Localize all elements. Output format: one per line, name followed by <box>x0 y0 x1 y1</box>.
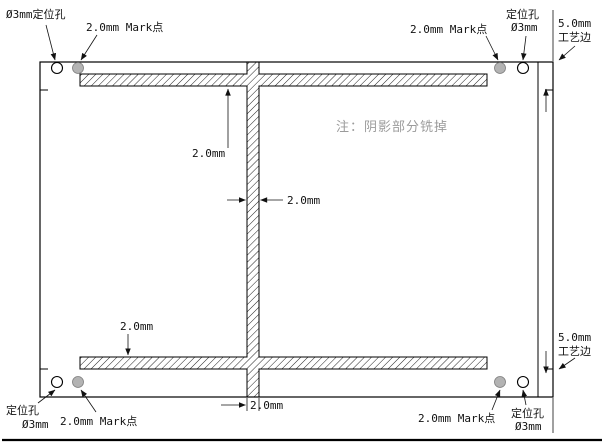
positioning-hole-top-left <box>50 61 64 75</box>
leader-bottom-right-hole <box>521 389 528 406</box>
label-top-left-hole: Ø3mm定位孔 <box>6 7 66 21</box>
dim-top-slot: 2.0mm <box>192 147 225 160</box>
leaders-and-dimensions <box>37 10 576 433</box>
label-top-right-hole-line1: 定位孔 <box>506 7 539 21</box>
label-bottom-right-edge-line1: 5.0mm <box>558 331 591 344</box>
label-top-left-mark: 2.0mm Mark点 <box>86 21 163 34</box>
milled-note: 注：阴影部分铣掉 <box>336 120 448 135</box>
leader-top-right-mark <box>485 35 499 61</box>
mark-points <box>72 62 506 388</box>
label-bottom-right-edge-line2: 工艺边 <box>558 345 591 358</box>
leader-bottom-right-process-edge <box>558 357 576 370</box>
leader-bottom-right-mark <box>491 389 501 411</box>
leader-bottom-left-hole <box>37 389 56 404</box>
leader-bottom-left-mark <box>80 389 97 413</box>
leader-top-left-mark <box>80 34 98 61</box>
milled-slots-hatch-region <box>79 61 488 398</box>
label-top-right-edge-line2: 工艺边 <box>558 31 591 44</box>
dim-bottom-slot: 2.0mm <box>120 320 153 333</box>
panel-outline <box>39 61 554 398</box>
mark-point-bottom-right <box>494 376 506 388</box>
dim-center-slot: 2.0mm <box>287 194 320 207</box>
leader-top-right-hole <box>521 35 527 61</box>
label-bottom-right-hole-line1: 定位孔 <box>511 406 544 420</box>
mark-point-top-left <box>72 62 84 74</box>
label-bottom-left-hole-line1: 定位孔 <box>6 403 39 417</box>
label-top-right-edge-line1: 5.0mm <box>558 17 591 30</box>
positioning-hole-bottom-left <box>50 375 64 389</box>
label-bottom-left-mark: 2.0mm Mark点 <box>60 415 137 428</box>
dim-bottom-stub: 2.0mm <box>250 399 283 412</box>
mark-point-top-right <box>494 62 506 74</box>
positioning-holes <box>50 61 530 389</box>
leader-top-left-hole <box>45 24 57 61</box>
positioning-hole-top-right <box>516 61 530 75</box>
mark-point-bottom-left <box>72 376 84 388</box>
label-top-right-hole-line2: Ø3mm <box>511 21 538 34</box>
label-top-right-mark: 2.0mm Mark点 <box>410 23 487 36</box>
leader-top-right-process-edge <box>558 45 576 61</box>
positioning-hole-bottom-right <box>516 375 530 389</box>
label-bottom-right-hole-line2: Ø3mm <box>515 420 542 433</box>
label-bottom-right-mark: 2.0mm Mark点 <box>418 412 495 425</box>
corner-tab-ticks <box>40 89 553 370</box>
label-bottom-left-hole-line2: Ø3mm <box>22 418 49 431</box>
